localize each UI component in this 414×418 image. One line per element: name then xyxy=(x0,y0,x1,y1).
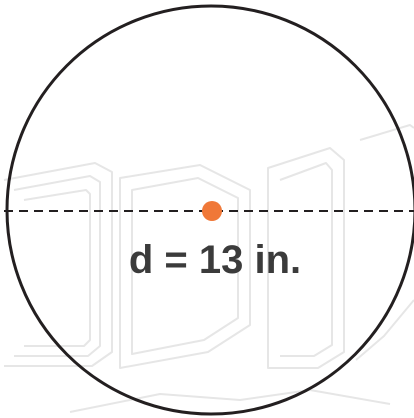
watermark xyxy=(3,124,414,413)
center-point xyxy=(202,201,222,221)
diameter-label: d = 13 in. xyxy=(129,238,301,282)
